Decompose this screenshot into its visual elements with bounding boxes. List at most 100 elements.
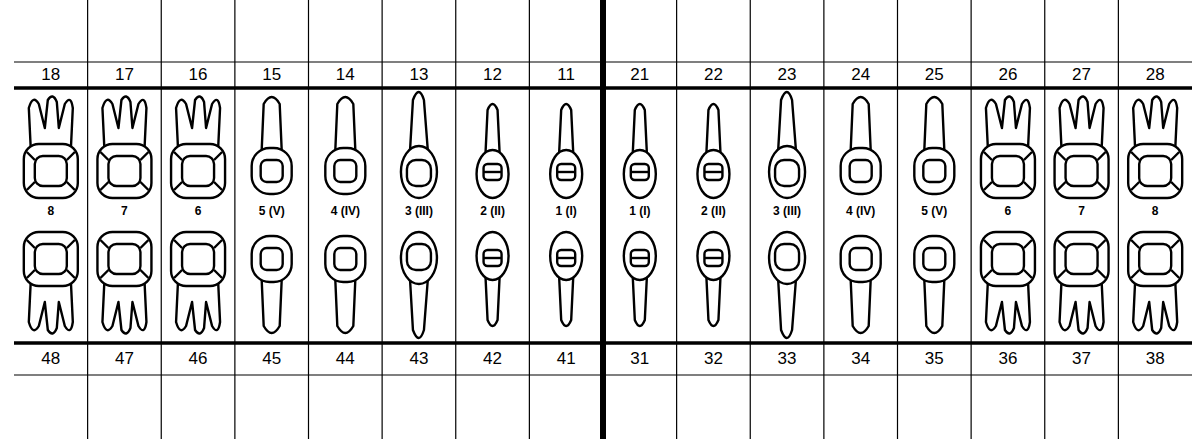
grid-line xyxy=(1044,0,1045,439)
grid-line xyxy=(455,0,456,439)
tooth-crown xyxy=(841,236,881,282)
grid-line xyxy=(1118,0,1119,439)
tooth-root xyxy=(986,96,1030,150)
tooth-crown xyxy=(697,232,729,280)
tooth-crown xyxy=(704,171,722,173)
tooth-number: 28 xyxy=(1146,66,1165,83)
tooth-crown xyxy=(97,144,151,198)
tooth-crown xyxy=(1058,152,1106,190)
tooth-number: 12 xyxy=(483,66,502,83)
tooth-number: 3 (III) xyxy=(405,205,433,217)
tooth-crown xyxy=(35,244,67,274)
tooth-crown xyxy=(1139,244,1171,274)
grid-line xyxy=(234,0,235,439)
tooth-number: 23 xyxy=(778,66,797,83)
tooth-crown xyxy=(108,156,140,186)
tooth-crown xyxy=(550,232,582,280)
tooth-crown xyxy=(100,240,148,278)
tooth-root xyxy=(1133,96,1177,150)
tooth-root xyxy=(102,280,146,334)
tooth-root xyxy=(924,280,944,333)
tooth-number: 26 xyxy=(998,66,1017,83)
tooth-root xyxy=(102,96,146,150)
grid-line xyxy=(529,0,530,439)
tooth-number: 46 xyxy=(189,350,208,367)
tooth-crown xyxy=(27,152,75,190)
tooth-number: 33 xyxy=(778,350,797,367)
tooth-crown xyxy=(850,248,872,270)
tooth-number: 27 xyxy=(1072,66,1091,83)
tooth-crown xyxy=(697,150,729,198)
tooth-crown xyxy=(981,232,1035,286)
tooth-crown xyxy=(1139,156,1171,186)
tooth-crown xyxy=(1058,240,1106,278)
tooth-root xyxy=(633,278,647,326)
grid-line xyxy=(600,0,606,439)
tooth-crown xyxy=(174,240,222,278)
tooth-root xyxy=(29,96,73,150)
tooth-crown xyxy=(624,232,656,280)
tooth-number: 13 xyxy=(409,66,428,83)
tooth-crown xyxy=(477,150,509,198)
tooth-root xyxy=(559,278,573,326)
tooth-number: 18 xyxy=(41,66,60,83)
tooth-number: 15 xyxy=(262,66,281,83)
tooth-crown xyxy=(401,232,437,284)
tooth-number: 31 xyxy=(630,350,649,367)
tooth-number: 21 xyxy=(630,66,649,83)
grid-line xyxy=(14,341,1192,345)
tooth-crown xyxy=(992,244,1024,274)
tooth-crown xyxy=(984,240,1032,278)
tooth-crown xyxy=(923,248,945,270)
tooth-crown xyxy=(334,248,356,270)
tooth-root xyxy=(29,280,73,334)
grid-line xyxy=(971,0,972,439)
tooth-number: 16 xyxy=(189,66,208,83)
tooth-crown xyxy=(557,250,575,266)
tooth-number: 25 xyxy=(925,66,944,83)
tooth-root xyxy=(176,96,220,150)
tooth-crown xyxy=(171,232,225,286)
grid-line xyxy=(14,61,1192,62)
tooth-crown xyxy=(631,164,649,180)
tooth-crown xyxy=(704,164,722,180)
tooth-number: 6 xyxy=(1005,205,1012,217)
tooth-number: 5 (V) xyxy=(921,205,947,217)
tooth-number: 3 (III) xyxy=(773,205,801,217)
grid-line xyxy=(897,0,898,439)
tooth-number: 34 xyxy=(851,350,870,367)
tooth-number: 8 xyxy=(47,205,54,217)
tooth-crown xyxy=(775,160,799,186)
tooth-number: 4 (IV) xyxy=(331,205,360,217)
tooth-crown xyxy=(24,144,78,198)
tooth-crown xyxy=(401,146,437,198)
tooth-root xyxy=(486,278,500,326)
tooth-crown xyxy=(775,244,799,270)
tooth-crown xyxy=(171,144,225,198)
tooth-number: 36 xyxy=(998,350,1017,367)
tooth-number: 45 xyxy=(262,350,281,367)
tooth-root xyxy=(851,97,871,150)
grid-line xyxy=(382,0,383,439)
grid-line xyxy=(823,0,824,439)
tooth-crown xyxy=(325,148,365,194)
tooth-root xyxy=(486,104,500,152)
tooth-crown xyxy=(484,164,502,180)
tooth-crown xyxy=(325,236,365,282)
tooth-crown xyxy=(992,156,1024,186)
tooth-number: 1 (I) xyxy=(556,205,577,217)
grid-line xyxy=(14,374,1192,375)
tooth-number: 41 xyxy=(557,350,576,367)
tooth-number: 24 xyxy=(851,66,870,83)
tooth-root xyxy=(778,92,796,152)
tooth-crown xyxy=(1131,240,1179,278)
tooth-root xyxy=(410,92,428,152)
tooth-crown xyxy=(1131,152,1179,190)
tooth-root xyxy=(262,97,282,150)
tooth-number: 5 (V) xyxy=(259,205,285,217)
tooth-crown xyxy=(914,236,954,282)
tooth-crown xyxy=(484,250,502,266)
tooth-root xyxy=(559,104,573,152)
tooth-root xyxy=(633,104,647,152)
tooth-number: 44 xyxy=(336,350,355,367)
